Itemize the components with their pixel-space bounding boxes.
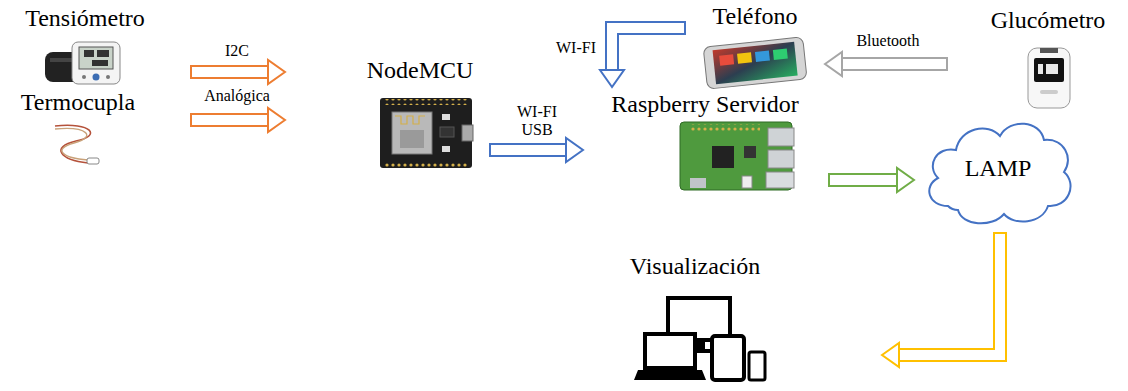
node-label: LAMP — [965, 154, 1032, 182]
node-label: Visualización — [630, 252, 761, 280]
arrow-head — [268, 60, 285, 84]
cloud-node: LAMP — [918, 106, 1078, 230]
board-node: NodeMCU — [355, 56, 485, 172]
arrow-shaft-fill — [192, 67, 268, 77]
arrow-head — [566, 138, 583, 162]
connector-arrow — [825, 52, 948, 76]
sensor-node: Termocupla — [3, 88, 153, 172]
arrow-shaft-outline — [190, 65, 268, 79]
connector-arrow — [882, 232, 1000, 367]
smartphone — [703, 37, 807, 89]
devices-icon — [634, 298, 765, 380]
glucometer — [1028, 48, 1070, 108]
connector-arrow — [489, 138, 583, 162]
edge-label: Bluetooth — [856, 32, 919, 50]
arrow-shaft-outline — [190, 113, 268, 127]
node-label: Raspberry Servidor — [611, 90, 798, 118]
connector-arrow — [190, 60, 285, 84]
arrow-shaft-outline — [612, 28, 686, 70]
arrow-shaft-fill — [899, 234, 1000, 355]
thermocouple — [55, 125, 99, 164]
arrow-head — [825, 52, 842, 76]
device-node: Tensiómetro — [10, 4, 160, 88]
arrow-head — [897, 168, 914, 192]
blood-pressure-monitor — [45, 42, 120, 84]
server-node: Raspberry Servidor — [585, 90, 825, 195]
arrow-shaft-fill — [830, 175, 897, 185]
node-label: Teléfono — [713, 2, 798, 30]
node-label: Glucómetro — [991, 6, 1106, 34]
edge-label: WI-FI USB — [509, 103, 565, 139]
edge-label: I2C — [225, 42, 249, 60]
phone-node: Teléfono — [690, 2, 820, 88]
arrow-shaft-fill — [192, 115, 268, 125]
nodemcu-board — [380, 98, 473, 168]
display-node: Visualización — [580, 252, 810, 386]
connector-arrow — [190, 108, 285, 132]
connector-arrow — [828, 168, 914, 192]
edge-label: Analógica — [204, 87, 270, 105]
arrow-shaft-outline — [899, 232, 1000, 355]
device-node: Glucómetro — [973, 6, 1123, 110]
cloud-path — [929, 124, 1070, 224]
node-label: Termocupla — [21, 88, 135, 116]
node-label: NodeMCU — [367, 56, 474, 84]
arrow-shaft-fill — [491, 145, 566, 155]
arrow-shaft-outline — [489, 143, 566, 157]
arrow-head — [600, 70, 624, 87]
arrow-shaft-fill — [612, 28, 684, 70]
arrow-head — [268, 108, 285, 132]
node-label: Tensiómetro — [25, 4, 145, 32]
connector-arrow — [600, 28, 686, 87]
arrow-shaft-outline — [842, 57, 948, 71]
raspberry-pi-board — [680, 122, 794, 190]
arrow-head — [882, 343, 899, 367]
arrow-shaft-outline — [828, 173, 897, 187]
arrow-shaft-fill — [842, 59, 946, 69]
edge-label: WI-FI — [556, 39, 596, 57]
